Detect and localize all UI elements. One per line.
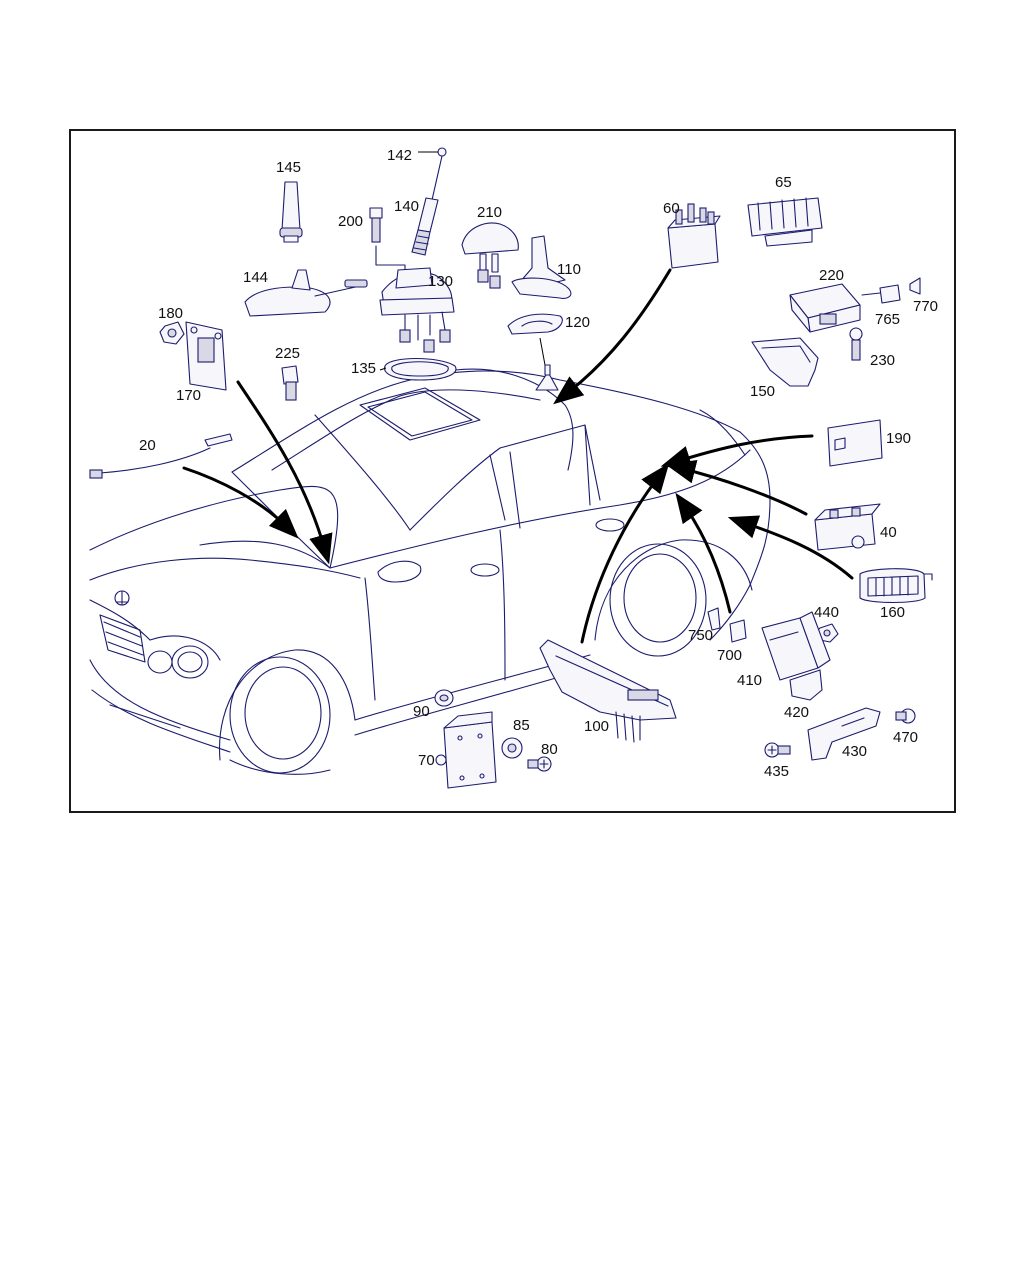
- label-142: 142: [387, 147, 412, 164]
- label-140: 140: [394, 198, 419, 215]
- part-144-roof-antenna: [244, 269, 368, 317]
- part-225-sensor: [281, 365, 299, 401]
- part-70-module: [435, 711, 497, 789]
- part-765-bracket: [861, 284, 901, 304]
- label-200: 200: [338, 213, 363, 230]
- arrows: [182, 268, 854, 644]
- part-90-washer: [434, 689, 454, 707]
- label-700: 700: [717, 647, 742, 664]
- part-220-module: [789, 283, 861, 333]
- label-60: 60: [663, 200, 680, 217]
- part-430-bracket: [807, 707, 881, 761]
- label-435: 435: [764, 763, 789, 780]
- label-770: 770: [913, 298, 938, 315]
- part-160-speaker: [859, 568, 933, 603]
- label-130: 130: [428, 273, 453, 290]
- label-120: 120: [565, 314, 590, 331]
- part-142-antenna-rod: [411, 147, 447, 256]
- part-170-bracket: [185, 321, 227, 391]
- label-135: 135: [351, 360, 376, 377]
- part-750-clip: [707, 607, 721, 631]
- part-20-cable: [89, 433, 233, 479]
- label-145: 145: [276, 159, 301, 176]
- label-20: 20: [139, 437, 156, 454]
- label-90: 90: [413, 703, 430, 720]
- label-180: 180: [158, 305, 183, 322]
- car-outline: [89, 364, 771, 775]
- part-145-stub-antenna: [279, 181, 303, 243]
- label-144: 144: [243, 269, 268, 286]
- part-230-screw: [849, 327, 863, 361]
- label-230: 230: [870, 352, 895, 369]
- part-80-screw: [527, 756, 552, 772]
- part-410-module: [761, 611, 831, 681]
- part-40-module: [814, 503, 881, 551]
- label-750: 750: [688, 627, 713, 644]
- part-420-bracket: [789, 669, 823, 701]
- part-60-connector: [667, 203, 721, 269]
- label-110: 110: [557, 261, 581, 278]
- label-170: 170: [176, 387, 201, 404]
- label-220: 220: [819, 267, 844, 284]
- part-65-connector-strip: [747, 197, 823, 247]
- label-430: 430: [842, 743, 867, 760]
- label-420: 420: [784, 704, 809, 721]
- label-40: 40: [880, 524, 897, 541]
- part-85-washer: [501, 737, 523, 759]
- part-180-nut: [159, 321, 185, 345]
- leader-lines: [379, 151, 546, 371]
- part-470-screw: [895, 708, 916, 724]
- part-190-module: [827, 419, 883, 467]
- part-135-gasket: [384, 358, 457, 381]
- label-470: 470: [893, 729, 918, 746]
- part-120-gasket: [507, 313, 563, 335]
- label-410: 410: [737, 672, 762, 689]
- part-100-bracket: [539, 639, 677, 743]
- label-150: 150: [750, 383, 775, 400]
- part-130-antenna-base: [379, 267, 455, 353]
- label-85: 85: [513, 717, 530, 734]
- part-770-clip: [909, 277, 921, 295]
- part-210-dome-antenna: [461, 222, 519, 289]
- part-435-screw: [764, 742, 791, 758]
- label-80: 80: [541, 741, 558, 758]
- label-70: 70: [418, 752, 435, 769]
- label-765: 765: [875, 311, 900, 328]
- part-150-bracket: [751, 337, 819, 387]
- label-160: 160: [880, 604, 905, 621]
- part-200-bolt: [369, 207, 406, 271]
- label-190: 190: [886, 430, 911, 447]
- part-700-plug: [729, 619, 747, 643]
- label-210: 210: [477, 204, 502, 221]
- label-65: 65: [775, 174, 792, 191]
- label-225: 225: [275, 345, 300, 362]
- part-110-fin-antenna: [511, 235, 572, 299]
- part-labels: 145 142 140 200 210 60 65 144 130 110 22…: [139, 147, 938, 780]
- label-100: 100: [584, 718, 609, 735]
- label-440: 440: [814, 604, 839, 621]
